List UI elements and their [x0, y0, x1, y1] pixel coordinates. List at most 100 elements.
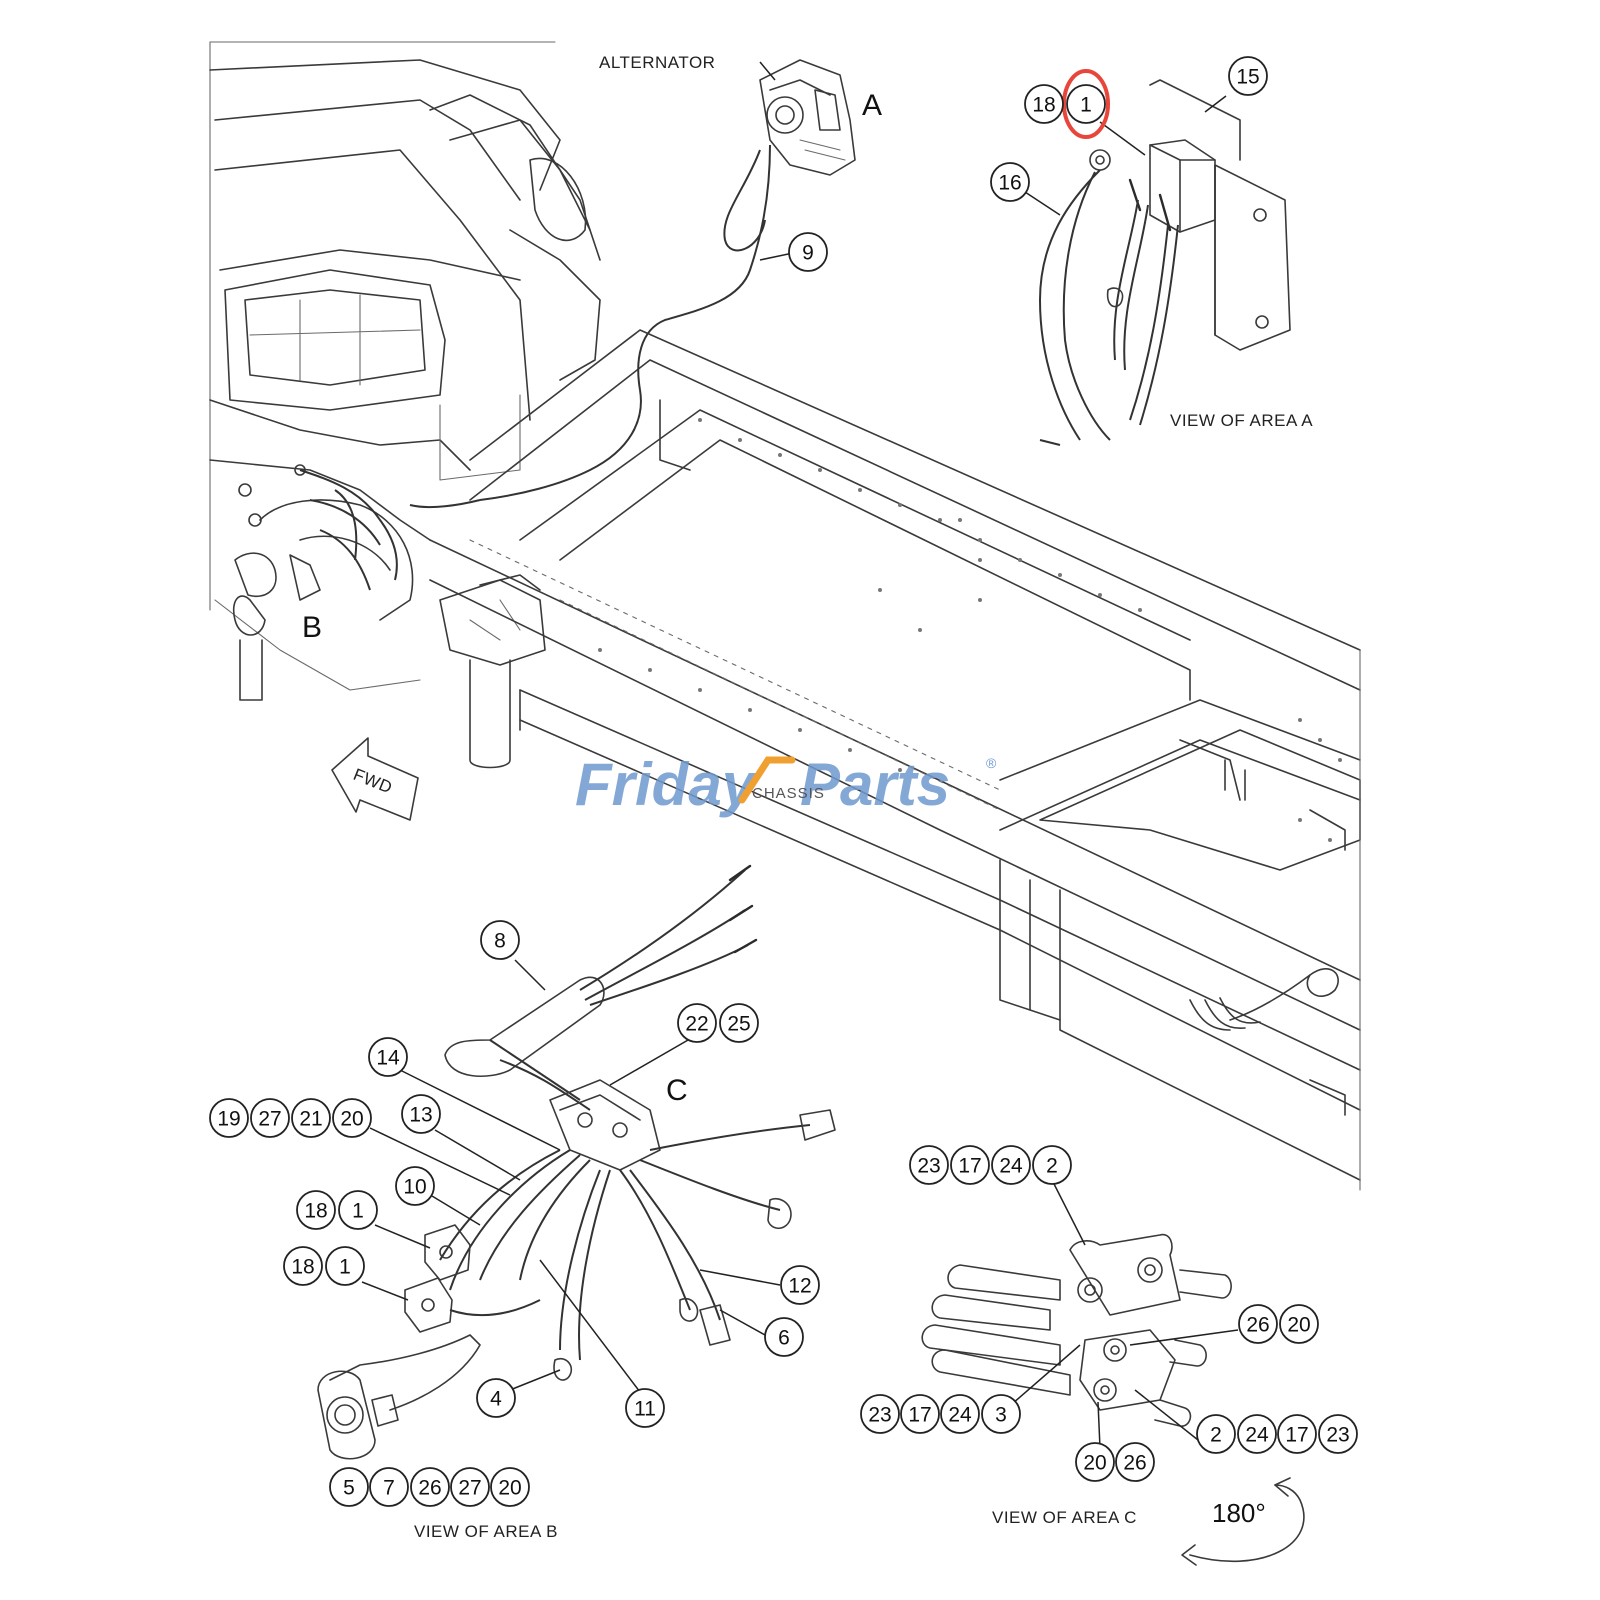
svg-text:24: 24 — [948, 1404, 972, 1427]
callout-c2-3: 3 — [981, 1394, 1021, 1434]
engine-assembly — [209, 41, 601, 769]
callout-c4-20: 20 — [1075, 1442, 1115, 1482]
callout-b2-18: 18 — [283, 1246, 323, 1286]
svg-text:13: 13 — [409, 1104, 432, 1127]
callout-c1-23: 23 — [909, 1145, 949, 1185]
watermark: Friday Parts ® CHASSIS — [575, 751, 997, 818]
rotation-label: 180° — [1212, 1498, 1266, 1528]
svg-text:25: 25 — [727, 1013, 750, 1036]
callout-b-20: 20 — [490, 1467, 530, 1507]
svg-text:17: 17 — [958, 1155, 981, 1178]
view-area-b-label: VIEW OF AREA B — [414, 1522, 558, 1541]
area-c-letter: C — [666, 1074, 688, 1107]
svg-text:21: 21 — [299, 1108, 322, 1131]
callout-a-18: 18 — [1024, 84, 1064, 124]
svg-text:26: 26 — [418, 1477, 441, 1500]
callout-21: 21 — [291, 1098, 331, 1138]
svg-text:17: 17 — [908, 1404, 931, 1427]
svg-text:1: 1 — [352, 1200, 364, 1223]
svg-text:1: 1 — [1080, 94, 1092, 117]
callout-a-1: 1 — [1066, 84, 1106, 124]
callout-12: 12 — [780, 1265, 820, 1305]
view-area-b — [317, 864, 836, 1460]
callout-c3-2: 2 — [1196, 1414, 1236, 1454]
callout-b2-1: 1 — [325, 1246, 365, 1286]
callout-9: 9 — [788, 232, 828, 272]
svg-text:7: 7 — [383, 1477, 395, 1500]
callout-20: 20 — [332, 1098, 372, 1138]
callout-b-7: 7 — [369, 1467, 409, 1507]
svg-text:2: 2 — [1210, 1424, 1222, 1447]
callout-4: 4 — [476, 1378, 516, 1418]
watermark-brand-left: Friday — [575, 751, 758, 818]
callout-27: 27 — [250, 1098, 290, 1138]
callout-13: 13 — [401, 1094, 441, 1134]
svg-text:3: 3 — [995, 1404, 1007, 1427]
callout-c1-24: 24 — [991, 1145, 1031, 1185]
callout-6: 6 — [764, 1317, 804, 1357]
svg-text:1: 1 — [339, 1256, 351, 1279]
callout-c2-23: 23 — [860, 1394, 900, 1434]
svg-text:24: 24 — [999, 1155, 1023, 1178]
view-area-a-label: VIEW OF AREA A — [1170, 411, 1313, 430]
callout-a-16: 16 — [990, 162, 1030, 202]
callout-25: 25 — [719, 1003, 759, 1043]
watermark-brand-right: Parts — [800, 751, 950, 818]
svg-text:16: 16 — [998, 172, 1021, 195]
callout-22: 22 — [677, 1003, 717, 1043]
view-area-c-label: VIEW OF AREA C — [992, 1508, 1137, 1527]
fwd-label: FWD — [351, 765, 395, 798]
callout-c3-17: 17 — [1277, 1414, 1317, 1454]
svg-text:20: 20 — [340, 1108, 363, 1131]
callout-c4-26: 26 — [1115, 1442, 1155, 1482]
callout-14: 14 — [368, 1037, 408, 1077]
svg-text:6: 6 — [778, 1327, 790, 1350]
svg-text:23: 23 — [917, 1155, 940, 1178]
watermark-swoosh-icon — [738, 756, 796, 804]
svg-text:18: 18 — [1032, 94, 1055, 117]
callout-b-27: 27 — [450, 1467, 490, 1507]
svg-text:24: 24 — [1245, 1424, 1269, 1447]
svg-text:2: 2 — [1046, 1155, 1058, 1178]
svg-text:22: 22 — [685, 1013, 708, 1036]
view-area-a — [1038, 79, 1291, 446]
callout-c-20: 20 — [1279, 1304, 1319, 1344]
svg-text:27: 27 — [458, 1477, 481, 1500]
svg-text:11: 11 — [634, 1398, 656, 1421]
watermark-registered: ® — [986, 755, 997, 771]
highlight-ring — [1062, 69, 1110, 139]
callout-b-5: 5 — [329, 1467, 369, 1507]
svg-text:20: 20 — [498, 1477, 521, 1500]
callout-c1-17: 17 — [950, 1145, 990, 1185]
svg-text:5: 5 — [343, 1477, 355, 1500]
leader-lines — [361, 61, 1239, 1449]
svg-text:23: 23 — [1326, 1424, 1349, 1447]
callout-c2-17: 17 — [900, 1394, 940, 1434]
callout-19: 19 — [209, 1098, 249, 1138]
svg-text:18: 18 — [291, 1256, 314, 1279]
svg-text:15: 15 — [1236, 66, 1259, 89]
svg-text:10: 10 — [403, 1176, 426, 1199]
alternator-part — [409, 59, 856, 509]
chassis-frame — [429, 329, 1361, 1191]
svg-text:18: 18 — [304, 1200, 327, 1223]
callout-10: 10 — [395, 1166, 435, 1206]
callout-c3-24: 24 — [1237, 1414, 1277, 1454]
callout-a-15: 15 — [1228, 56, 1268, 96]
callouts: 18 1 15 16 9 8 22 25 14 19 27 21 20 13 1… — [209, 56, 1358, 1507]
alternator-label: ALTERNATOR — [599, 53, 715, 72]
svg-text:14: 14 — [376, 1047, 400, 1070]
callout-b-26: 26 — [410, 1467, 450, 1507]
svg-text:4: 4 — [490, 1388, 502, 1411]
svg-text:17: 17 — [1285, 1424, 1308, 1447]
svg-text:27: 27 — [258, 1108, 281, 1131]
svg-text:20: 20 — [1083, 1452, 1106, 1475]
svg-text:8: 8 — [494, 930, 506, 953]
svg-text:9: 9 — [802, 242, 814, 265]
area-b-letter: B — [302, 611, 322, 644]
svg-text:12: 12 — [788, 1275, 811, 1298]
callout-b1-18: 18 — [296, 1190, 336, 1230]
svg-text:26: 26 — [1123, 1452, 1146, 1475]
